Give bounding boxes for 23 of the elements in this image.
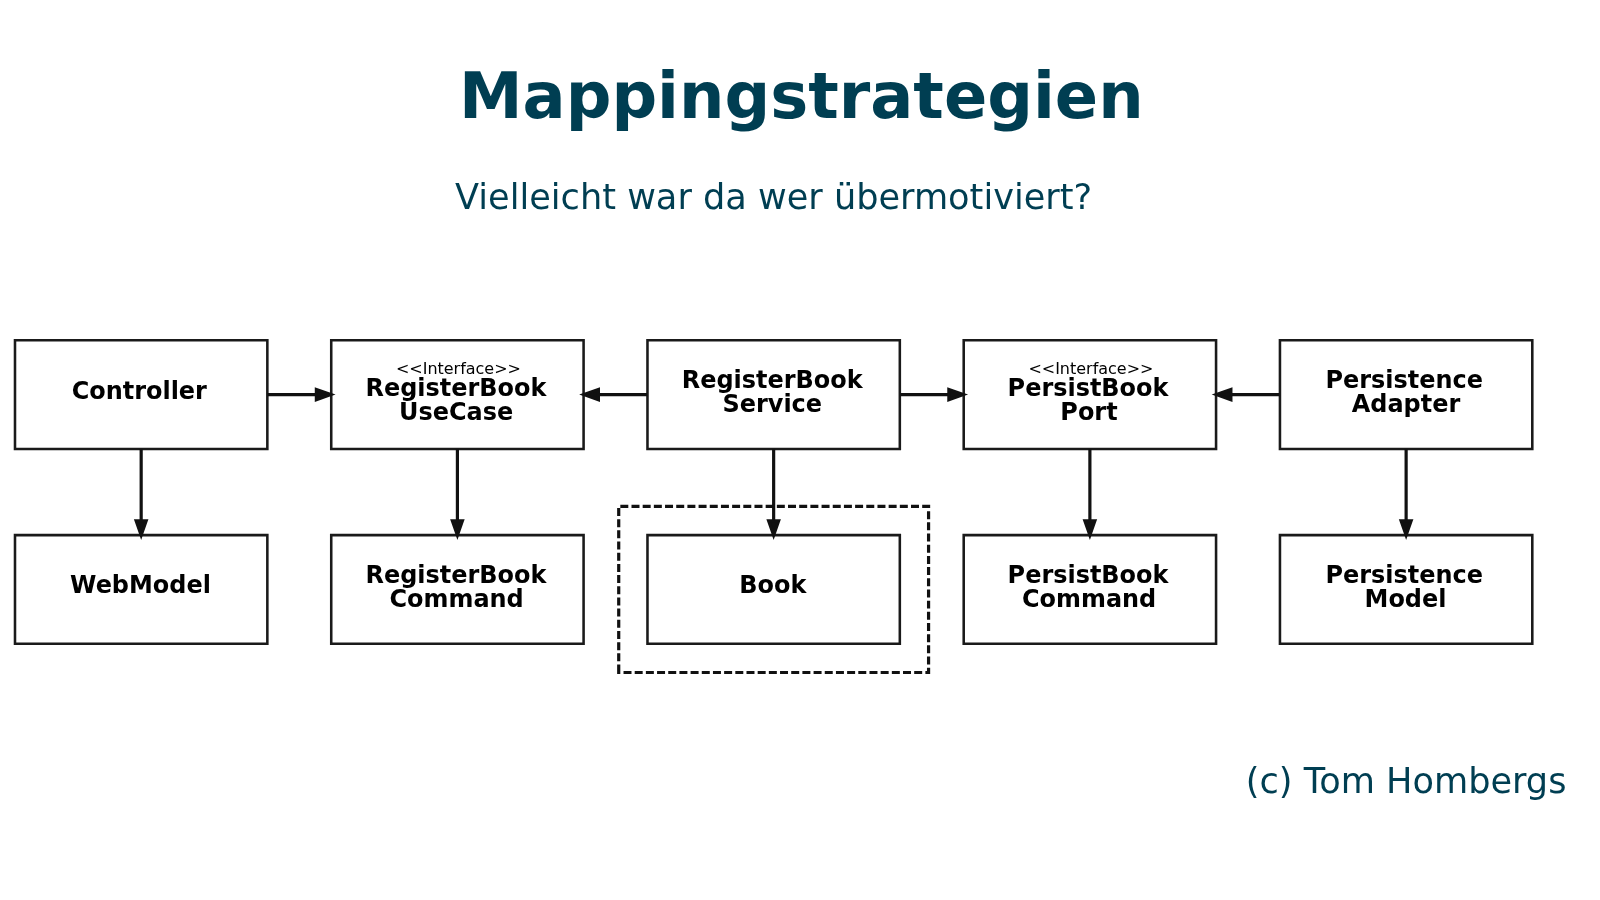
- node-box: Persistence Model: [1278, 533, 1534, 645]
- arrow: [267, 386, 336, 402]
- arrow: [1398, 448, 1414, 540]
- arrow: [1211, 386, 1280, 402]
- node-box: <<Interface>> RegisterBook UseCase: [329, 338, 585, 450]
- arrow: [1082, 448, 1098, 540]
- arrow: [900, 386, 969, 402]
- node-box: Controller: [13, 338, 269, 450]
- caption: (c) Tom Hombergs: [1245, 759, 1567, 801]
- arrow: [450, 448, 465, 540]
- node-box: Book: [646, 533, 902, 645]
- arrow: [766, 448, 781, 540]
- node-box: <<Interface>> PersistBook Port: [962, 338, 1218, 450]
- cluster: [617, 504, 931, 674]
- diagram-title: Mappingstrategien: [459, 58, 1144, 133]
- label: Vielleicht war da wer übermotiviert?: [455, 175, 1093, 217]
- node-box: Persistence Adapter: [1278, 338, 1534, 450]
- node-box: RegisterBook Service: [646, 338, 902, 450]
- node-box: PersistBook Command: [962, 533, 1218, 645]
- node-box: WebModel: [13, 533, 269, 645]
- arrow: [133, 448, 149, 540]
- node-box: RegisterBook Command: [329, 533, 585, 645]
- arrow: [579, 386, 647, 402]
